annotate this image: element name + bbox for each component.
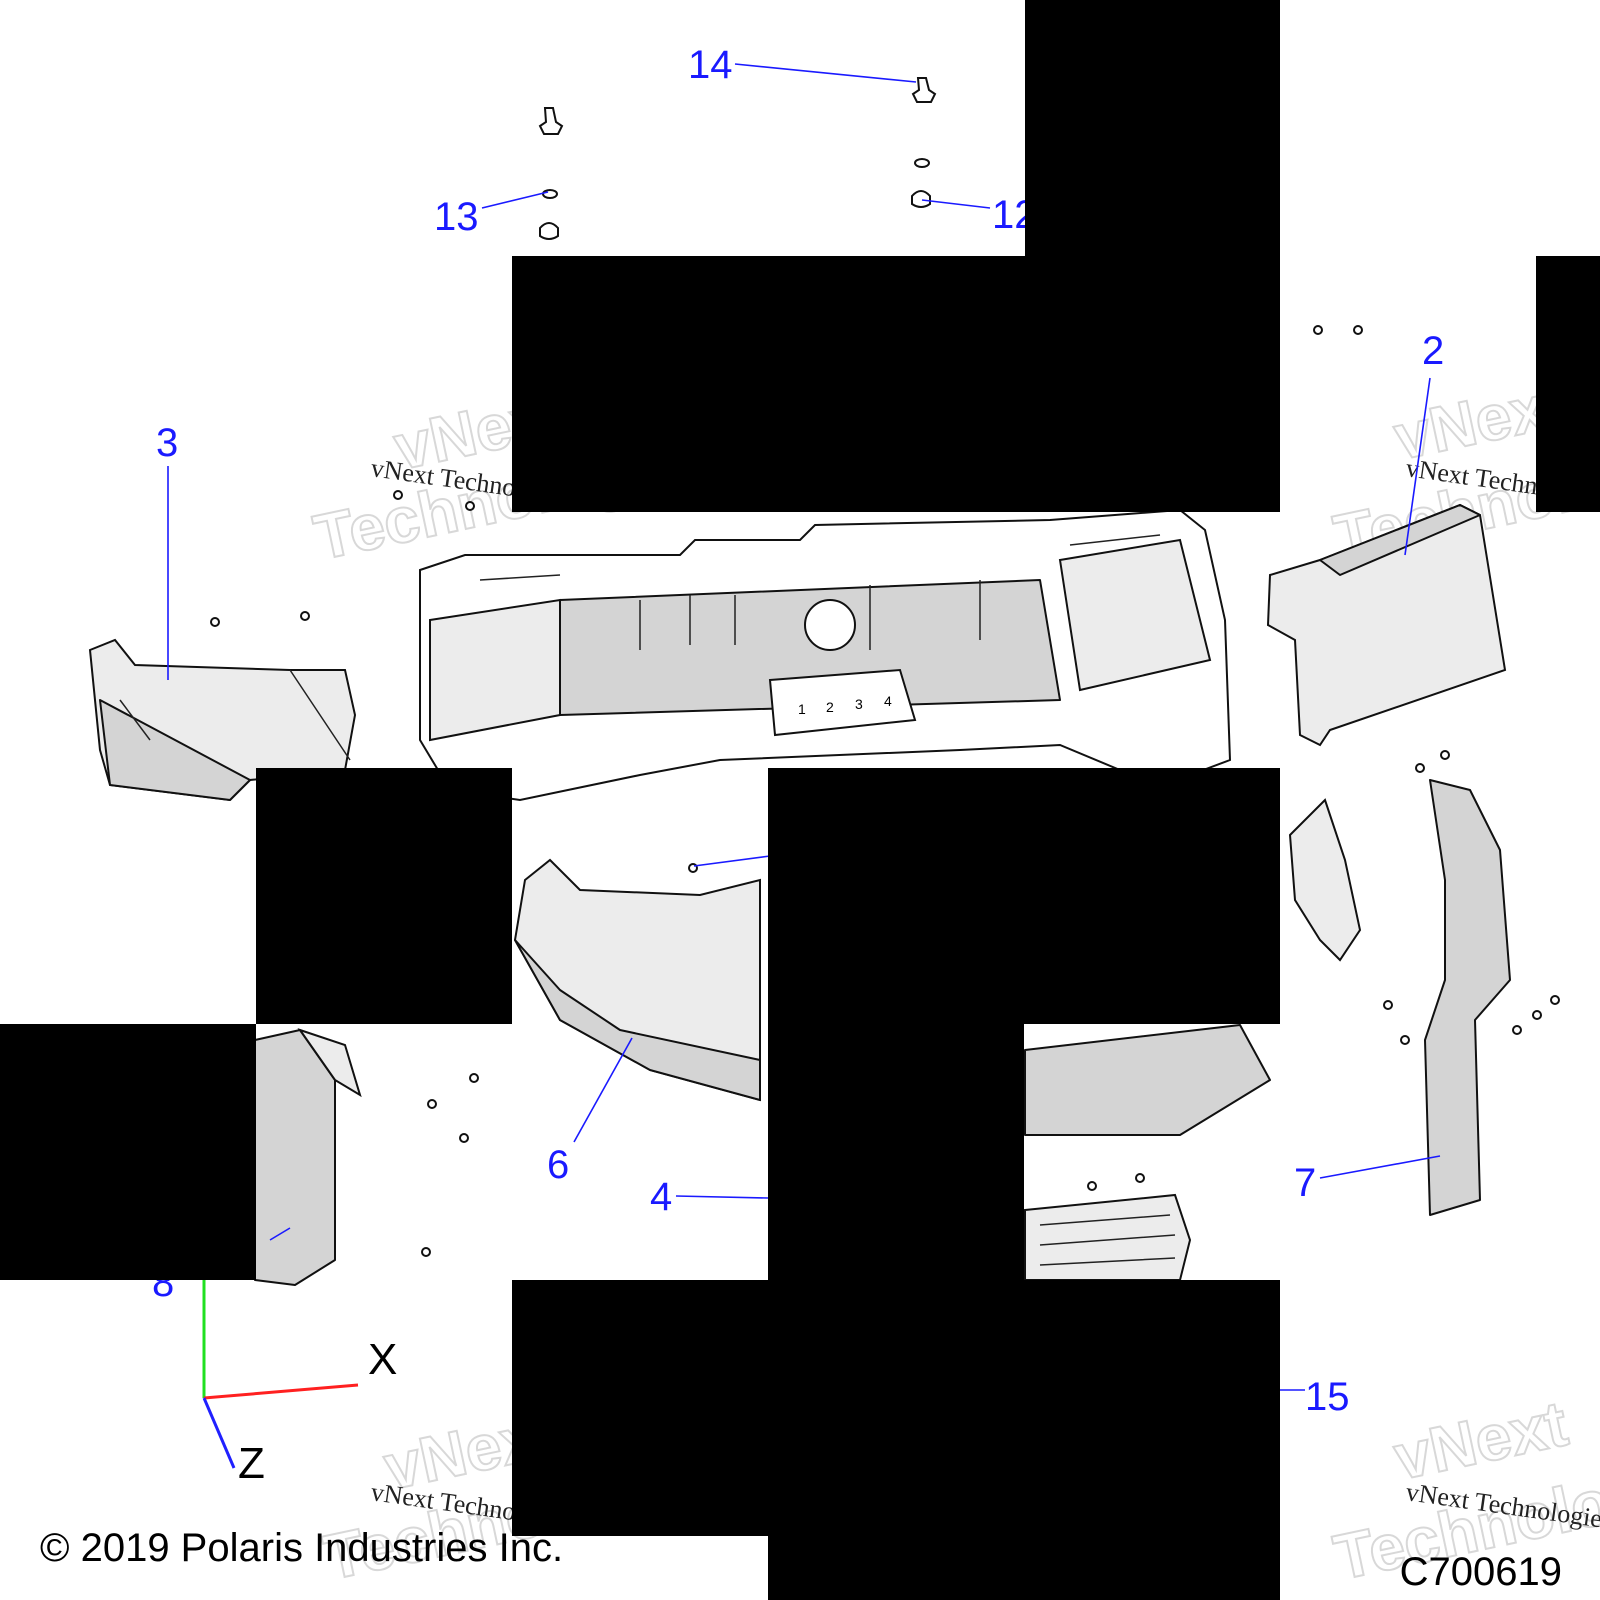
leader-6 — [573, 1037, 633, 1143]
panel-edge-lines — [479, 534, 1161, 581]
panel-number: 1 — [798, 701, 806, 717]
screw-icon — [1512, 1025, 1522, 1035]
leader-7 — [1319, 1155, 1441, 1179]
screw-icon — [469, 1073, 479, 1083]
leader-5 — [693, 855, 771, 867]
redaction-block — [0, 1024, 256, 1280]
left-end-cap — [254, 1029, 336, 1286]
screw-icon — [427, 1099, 437, 1109]
screw-icon — [1550, 995, 1560, 1005]
callout-15: 15 — [1305, 1375, 1350, 1419]
panel-number: 3 — [855, 696, 863, 712]
push-rivet-icon — [911, 77, 937, 103]
redaction-block — [768, 768, 1280, 1024]
push-rivet-icon — [538, 107, 564, 135]
part-3-left-panel — [88, 490, 475, 802]
leader-12 — [921, 199, 991, 209]
panel-ribs — [639, 580, 981, 650]
screw-icon — [393, 490, 403, 500]
screw-icon — [1383, 1000, 1393, 1010]
right-fascia-section — [1288, 798, 1362, 962]
leader-lines — [167, 63, 1441, 1391]
leader-2 — [1404, 377, 1431, 556]
part-6-fascia — [513, 858, 761, 1102]
screw-icon — [1135, 1173, 1145, 1183]
part-8-left-end — [254, 1028, 479, 1286]
screw-icon — [465, 501, 475, 511]
right-side-panel-top — [1319, 504, 1481, 576]
upper-grille — [1024, 1024, 1271, 1136]
firewall-hole — [804, 599, 856, 651]
screw-icon — [459, 1133, 469, 1143]
leader-4 — [675, 1195, 769, 1199]
leader-14 — [734, 63, 917, 83]
screw-icon — [1313, 325, 1323, 335]
axis-x-line — [203, 1383, 359, 1400]
left-end-bracket — [297, 1028, 362, 1098]
axis-triad: X Z — [202, 1275, 397, 1488]
top-fasteners — [538, 77, 937, 240]
panel-number: 2 — [826, 699, 834, 715]
callout-2: 2 — [1422, 329, 1444, 373]
screw-icon — [1415, 763, 1425, 773]
screw-icon — [1087, 1181, 1097, 1191]
rear-panel: 1 2 3 4 — [419, 508, 1232, 802]
screw-icon — [421, 1247, 431, 1257]
figure-id: C700619 — [1399, 1550, 1562, 1594]
redaction-block — [1025, 0, 1280, 256]
screw-icon — [1400, 1035, 1410, 1045]
callout-6: 6 — [547, 1143, 569, 1187]
redaction-block — [256, 768, 512, 1024]
front-fascia-lower — [514, 939, 761, 1101]
firewall-left-face — [429, 598, 561, 742]
washer-icon — [542, 189, 558, 199]
leader-13 — [481, 191, 549, 209]
screw-icon — [300, 611, 310, 621]
grille-slats — [1039, 1214, 1176, 1266]
part-7-right-end — [1288, 750, 1560, 1216]
screw-icon — [1532, 1010, 1542, 1020]
washer-icon — [914, 158, 930, 168]
grille-area — [1024, 1024, 1271, 1281]
part-2-right-panel — [1266, 325, 1507, 747]
left-side-panel-lower — [99, 699, 251, 801]
axis-z-line — [202, 1397, 236, 1469]
redaction-block — [768, 1536, 1280, 1600]
screw-icon — [1440, 750, 1450, 760]
panel-label-plate — [768, 668, 917, 737]
axis-x-label: X — [368, 1335, 397, 1384]
callout-3: 3 — [156, 421, 178, 465]
screw-icon — [210, 617, 220, 627]
redaction-block — [768, 1024, 1024, 1280]
firewall-right-face — [1058, 538, 1212, 692]
callout-14: 14 — [688, 43, 733, 87]
left-panel-lines — [119, 669, 351, 761]
screw-icon — [1353, 325, 1363, 335]
copyright-text: © 2019 Polaris Industries Inc. — [40, 1526, 564, 1570]
grommet-icon — [539, 222, 559, 240]
redaction-block — [1536, 256, 1600, 512]
callout-13: 13 — [434, 195, 479, 239]
axis-z-label: Z — [238, 1439, 265, 1488]
redaction-block — [512, 256, 1280, 512]
callout-4: 4 — [650, 1175, 672, 1219]
grommet-icon — [911, 190, 931, 208]
right-end-cap — [1424, 779, 1511, 1216]
leader-8 — [269, 1227, 291, 1241]
redaction-block — [512, 1280, 1280, 1536]
lower-grille — [1024, 1193, 1192, 1281]
panel-number: 4 — [884, 693, 892, 709]
callout-7: 7 — [1294, 1161, 1316, 1205]
